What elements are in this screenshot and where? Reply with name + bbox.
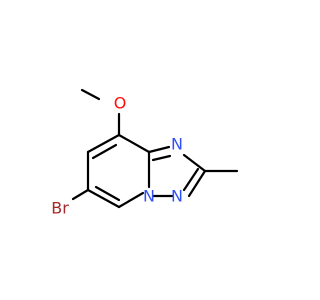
bromine-atom-label: Br: [51, 199, 69, 218]
bond-c2-n2-inner: [182, 167, 200, 192]
bond-n3-c2: [182, 153, 207, 173]
nitrogen-bridge-atom-label: N: [143, 187, 155, 206]
oxygen-atom-label: O: [114, 94, 127, 113]
bond-c8a-n3-inner: [151, 154, 172, 162]
bond-c6-br: [71, 188, 90, 201]
bond-c2-n2: [187, 169, 207, 198]
bond-c5-n1: [117, 191, 145, 209]
bond-c6-c5-inner: [94, 185, 121, 202]
bond-c8-c8a: [117, 133, 151, 154]
bond-c8-c7-inner: [91, 143, 118, 160]
bond-c6-c5: [86, 188, 121, 209]
nitrogen-bottom-atom-label: N: [171, 187, 183, 206]
atom-labels: O Br N N N: [51, 94, 183, 218]
chemical-structure-canvas: O Br N N N: [51, 88, 239, 218]
bond-methoxy-methyl-o: [80, 88, 101, 101]
chemical-structure-diagram: O Br N N N: [51, 88, 239, 218]
bond-lines: [71, 88, 239, 209]
bond-c8a-n3: [147, 145, 171, 154]
bond-c8-c7: [86, 133, 121, 154]
nitrogen-top-atom-label: N: [171, 135, 183, 154]
